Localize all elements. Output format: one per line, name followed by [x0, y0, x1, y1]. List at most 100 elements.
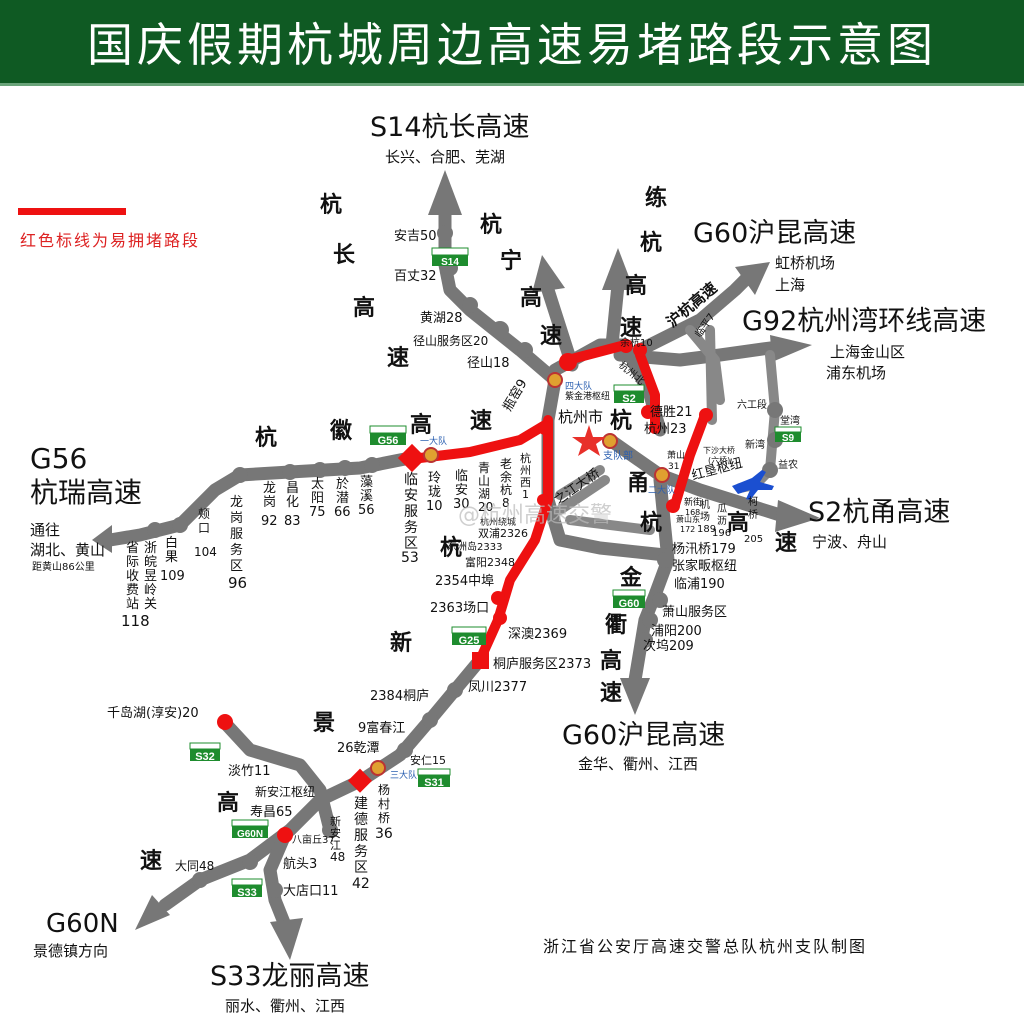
svg-text:高: 高 — [520, 285, 542, 311]
legend-text: 红色标线为易拥堵路段 — [20, 231, 200, 250]
svg-text:昌: 昌 — [286, 481, 299, 496]
shield-s32: S32 — [189, 742, 221, 763]
shield-s31: S31 — [417, 768, 451, 789]
police-d1-label: 一大队 — [420, 435, 447, 447]
police-badge-icon — [602, 433, 618, 449]
svg-text:杭: 杭 — [640, 510, 662, 536]
police-badge-icon — [423, 447, 439, 463]
svg-text:沥: 沥 — [717, 515, 727, 527]
tonglu-sa-congestion-marker — [472, 652, 489, 669]
svg-text:杭: 杭 — [255, 425, 277, 451]
shield-g56: G56 — [369, 425, 407, 447]
svg-text:速: 速 — [540, 323, 562, 349]
svg-text:安仁15: 安仁15 — [410, 753, 446, 767]
svg-text:大店口11: 大店口11 — [283, 884, 339, 899]
svg-text:S33龙丽高速: S33龙丽高速 — [210, 961, 370, 992]
svg-text:甬: 甬 — [627, 471, 649, 496]
svg-text:径山服务区20: 径山服务区20 — [413, 333, 488, 348]
svg-text:2363场口: 2363场口 — [430, 601, 489, 616]
svg-text:下沙大桥: 下沙大桥 — [703, 445, 735, 455]
svg-text:浦东机场: 浦东机场 — [826, 364, 886, 382]
svg-text:余杭10: 余杭10 — [620, 336, 653, 349]
svg-text:31: 31 — [668, 462, 679, 472]
svg-text:服: 服 — [404, 504, 418, 520]
svg-text:萧山: 萧山 — [667, 449, 685, 461]
svg-text:高: 高 — [353, 295, 375, 321]
svg-text:168: 168 — [685, 508, 700, 517]
svg-text:富阳2348: 富阳2348 — [465, 555, 515, 569]
svg-text:杭州绕城: 杭州绕城 — [480, 516, 516, 528]
svg-text:安吉50: 安吉50 — [394, 229, 437, 244]
svg-text:练: 练 — [645, 185, 667, 211]
svg-text:S9: S9 — [782, 433, 795, 444]
svg-text:36: 36 — [375, 826, 393, 842]
svg-text:八亩丘37: 八亩丘37 — [292, 833, 335, 846]
svg-text:於: 於 — [336, 476, 349, 492]
svg-text:高: 高 — [217, 790, 239, 816]
svg-text:距黄山86公里: 距黄山86公里 — [32, 560, 95, 573]
svg-text:75: 75 — [309, 505, 326, 520]
congestion-segments — [217, 339, 713, 843]
svg-text:瓶窑9: 瓶窑9 — [500, 376, 531, 414]
svg-text:196: 196 — [712, 528, 731, 539]
svg-text:浦阳200: 浦阳200 — [651, 624, 702, 639]
svg-text:昱: 昱 — [144, 569, 157, 584]
svg-text:1: 1 — [522, 488, 529, 501]
shield-s2: S2 — [613, 384, 645, 405]
svg-text:场: 场 — [700, 510, 710, 523]
shield-g60: G60 — [612, 589, 646, 610]
svg-text:速: 速 — [140, 848, 162, 874]
svg-text:26乾潭: 26乾潭 — [337, 741, 380, 756]
svg-text:凤川2377: 凤川2377 — [468, 680, 527, 695]
svg-text:临: 临 — [455, 469, 468, 484]
svg-text:高: 高 — [727, 510, 749, 536]
svg-text:江: 江 — [330, 839, 341, 852]
svg-text:皖: 皖 — [144, 555, 157, 570]
svg-text:萧山东: 萧山东 — [676, 514, 700, 524]
credit-text: 浙江省公安厅高速交警总队杭州支队制图 — [543, 937, 867, 956]
svg-text:S14杭长高速: S14杭长高速 — [370, 112, 530, 143]
svg-text:新安江枢纽: 新安江枢纽 — [255, 784, 315, 799]
svg-text:口: 口 — [198, 521, 210, 535]
svg-text:收: 收 — [126, 569, 139, 584]
svg-text:瓜: 瓜 — [717, 503, 727, 515]
svg-text:径山18: 径山18 — [467, 356, 510, 371]
svg-text:黄湖28: 黄湖28 — [420, 311, 463, 326]
destinations: S14杭长高速 长兴、合肥、芜湖 G60沪昆高速 虹桥机场 上海 G92杭州湾环… — [30, 112, 986, 1015]
svg-text:20: 20 — [478, 500, 493, 514]
svg-text:长兴、合肥、芜湖: 长兴、合肥、芜湖 — [385, 148, 505, 166]
svg-text:杨汛桥179: 杨汛桥179 — [672, 542, 736, 557]
svg-text:172: 172 — [680, 525, 695, 534]
svg-text:杭: 杭 — [480, 212, 502, 238]
svg-text:杭: 杭 — [440, 535, 462, 561]
police-d3-label: 三大队 — [390, 769, 417, 781]
svg-text:S2: S2 — [622, 393, 635, 405]
svg-text:速: 速 — [470, 408, 492, 434]
svg-text:张家畈枢纽: 张家畈枢纽 — [672, 558, 737, 574]
svg-text:白: 白 — [165, 535, 178, 551]
svg-text:新街: 新街 — [684, 496, 702, 508]
svg-text:长: 长 — [333, 243, 356, 268]
svg-text:宁波、舟山: 宁波、舟山 — [812, 533, 887, 551]
svg-text:萧山服务区: 萧山服务区 — [662, 604, 727, 620]
svg-text:柯: 柯 — [748, 495, 758, 508]
shield-s33: S33 — [231, 878, 263, 899]
svg-text:118: 118 — [121, 612, 150, 630]
svg-text:杭: 杭 — [640, 230, 662, 256]
svg-text:机: 机 — [700, 498, 710, 511]
svg-text:G60N: G60N — [237, 829, 263, 840]
svg-text:2384桐庐: 2384桐庐 — [370, 689, 429, 704]
svg-text:区: 区 — [404, 536, 418, 552]
svg-text:千岛湖(淳安)20: 千岛湖(淳安)20 — [107, 705, 199, 721]
svg-text:龙: 龙 — [263, 481, 276, 496]
police-badge-icon — [547, 372, 563, 388]
svg-text:岗: 岗 — [263, 495, 276, 510]
svg-text:徽: 徽 — [329, 418, 353, 444]
svg-text:104: 104 — [194, 545, 217, 559]
svg-text:百丈32: 百丈32 — [394, 269, 437, 284]
roads — [92, 170, 820, 960]
legend-red-line — [18, 208, 126, 215]
svg-text:83: 83 — [284, 514, 301, 529]
police-d2-label: 二大队 — [648, 484, 675, 496]
